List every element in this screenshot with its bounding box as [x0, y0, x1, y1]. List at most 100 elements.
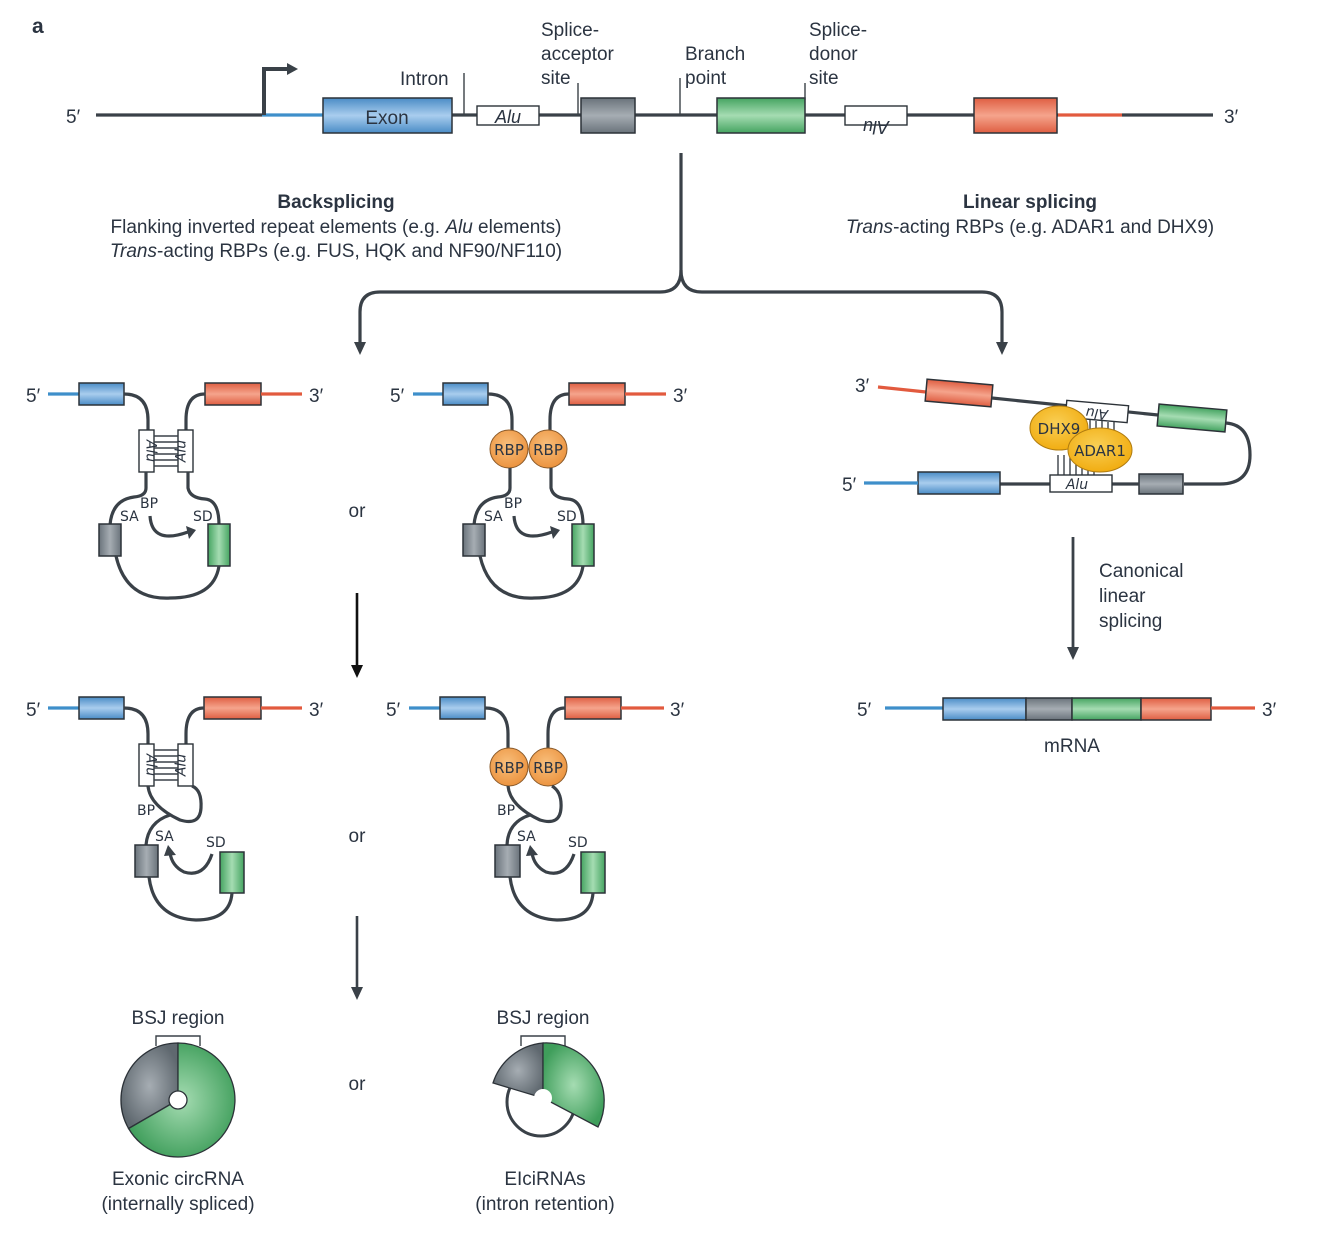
linear-title: Linear splicing — [963, 192, 1097, 213]
exon-4-box — [564, 696, 622, 720]
alu-right — [177, 429, 194, 473]
canonical-label-2: linear — [1099, 586, 1146, 607]
alu-label: Alu — [174, 754, 190, 777]
eiciRNA-exon-3-sector — [542, 1042, 605, 1128]
gene-5prime: 5′ — [66, 107, 81, 128]
bp-label: BP — [137, 803, 155, 819]
eiciRNA-center — [534, 1089, 552, 1107]
or-label-3: or — [349, 1074, 367, 1095]
alu-right — [177, 743, 194, 787]
three-prime-label: 3′ — [309, 700, 324, 721]
alu-element-2-inverted — [844, 105, 908, 126]
bsj-bracket-1 — [155, 1035, 201, 1046]
mrna-exon-2 — [1025, 697, 1073, 721]
mrna-exon-1 — [942, 697, 1027, 721]
splice-arrow-icon — [186, 526, 196, 539]
five-prime-label: 5′ — [390, 386, 405, 407]
rbp-label: RBP — [494, 759, 524, 777]
three-prime-label: 3′ — [1262, 700, 1277, 721]
alu-element-1 — [476, 105, 540, 126]
linear-line1: Trans-acting RBPs (e.g. ADAR1 and DHX9) — [846, 217, 1214, 238]
sd-label: SD — [568, 835, 588, 851]
exon-1-box — [322, 97, 453, 134]
alu-pairing-intermediate: 5′ 3′ Alu Alu SA BP SD — [26, 382, 324, 600]
rbp-right — [528, 429, 568, 469]
tss-arrow-icon — [262, 67, 288, 115]
alu-label: Alu — [143, 753, 159, 776]
splice-arrow-icon — [526, 845, 538, 856]
exon-3-box — [207, 523, 231, 567]
mrna-exon-3 — [1071, 697, 1142, 721]
exon-3-box — [571, 523, 595, 567]
backsplicing-title: Backsplicing — [277, 192, 394, 213]
rbp-dimer-intermediate: 5′ 3′ RBP RBP SA BP SD — [390, 382, 688, 600]
gene-diagram: 5′ 3′ Exon Intron Alu Splice- acceptor s… — [66, 20, 1239, 137]
splice-acceptor-line2: acceptor — [541, 44, 615, 65]
sa-label: SA — [517, 829, 536, 845]
branch-point-line1: Branch — [685, 44, 745, 65]
backsplicing-branch-arrow — [358, 153, 683, 345]
exon-1-box — [442, 382, 489, 406]
alu-label: Alu — [1085, 404, 1110, 422]
eiciRNA-exon-2-sector — [492, 1042, 544, 1099]
five-prime-label: 5′ — [857, 700, 872, 721]
rbp-label: RBP — [533, 441, 563, 459]
rbp-lariat-intermediate: 5′ 3′ RBP RBP BP SA SD — [386, 696, 685, 922]
exon-4-box — [204, 382, 262, 406]
step-arrowhead-2-icon — [351, 987, 363, 1000]
branch-arrow — [354, 153, 1008, 355]
bp-label: BP — [497, 803, 515, 819]
linear-heading: Linear splicing Trans-acting RBPs (e.g. … — [846, 192, 1214, 238]
exonic-circrna-title: Exonic circRNA — [112, 1169, 244, 1190]
exon-4-box — [203, 696, 262, 720]
eiciRNA: BSJ region EIciRNAs (intron retention) — [475, 1008, 614, 1215]
splice-arrow-icon — [164, 845, 176, 856]
alu-left — [138, 743, 155, 787]
three-prime-label: 3′ — [309, 386, 324, 407]
circrna-exon-2-sector — [120, 1042, 179, 1130]
exon-1-box — [78, 696, 125, 720]
sa-label: SA — [155, 829, 174, 845]
three-prime-label: 3′ — [670, 700, 685, 721]
mrna-exon-4 — [1140, 697, 1212, 721]
alu-label: Alu — [143, 439, 159, 462]
rbp-right — [528, 747, 568, 787]
exon-4-box — [973, 97, 1058, 134]
backsplicing-heading: Backsplicing Flanking inverted repeat el… — [110, 192, 562, 262]
exon-4-box — [924, 378, 994, 408]
circrna-center — [168, 1090, 188, 1110]
or-label-2: or — [349, 826, 367, 847]
exon-1-box — [439, 696, 486, 720]
adar1-label: ADAR1 — [1074, 442, 1126, 460]
dhx9-label: DHX9 — [1038, 420, 1081, 438]
mrna-label: mRNA — [1044, 736, 1100, 757]
eiciRNA-subtitle: (intron retention) — [475, 1194, 614, 1215]
backsplicing-line2: Trans-acting RBPs (e.g. FUS, HQK and NF9… — [110, 241, 562, 262]
five-prime-label: 5′ — [842, 475, 857, 496]
splice-donor-line3: site — [809, 68, 839, 89]
mrna-product: 5′ 3′ mRNA — [857, 697, 1277, 757]
exon-label: Exon — [365, 108, 408, 129]
gene-3prime: 3′ — [1224, 107, 1239, 128]
exonic-circrna-subtitle: (internally spliced) — [101, 1194, 254, 1215]
panel-label: a — [32, 15, 44, 38]
bsj-label-2: BSJ region — [497, 1008, 590, 1029]
branch-point-line2: point — [685, 68, 727, 89]
canonical-label-1: Canonical — [1099, 561, 1184, 582]
alu-label: Alu — [174, 440, 190, 463]
intron-label: Intron — [400, 69, 449, 90]
sd-label: SD — [206, 835, 226, 851]
exon-3-box — [580, 851, 606, 894]
linear-step-arrowhead-icon — [1067, 647, 1079, 660]
bp-label: BP — [504, 496, 522, 512]
exon-2-box — [462, 523, 486, 557]
eiciRNA-title: EIciRNAs — [504, 1169, 585, 1190]
three-prime-label: 3′ — [673, 386, 688, 407]
three-prime-label: 3′ — [855, 376, 870, 397]
alu-label: Alu — [1065, 477, 1088, 493]
exon-2-box — [1138, 473, 1184, 495]
alu-label-2-inverted: Alu — [863, 117, 890, 137]
splice-donor-line2: donor — [809, 44, 858, 65]
canonical-label-3: splicing — [1099, 611, 1162, 632]
